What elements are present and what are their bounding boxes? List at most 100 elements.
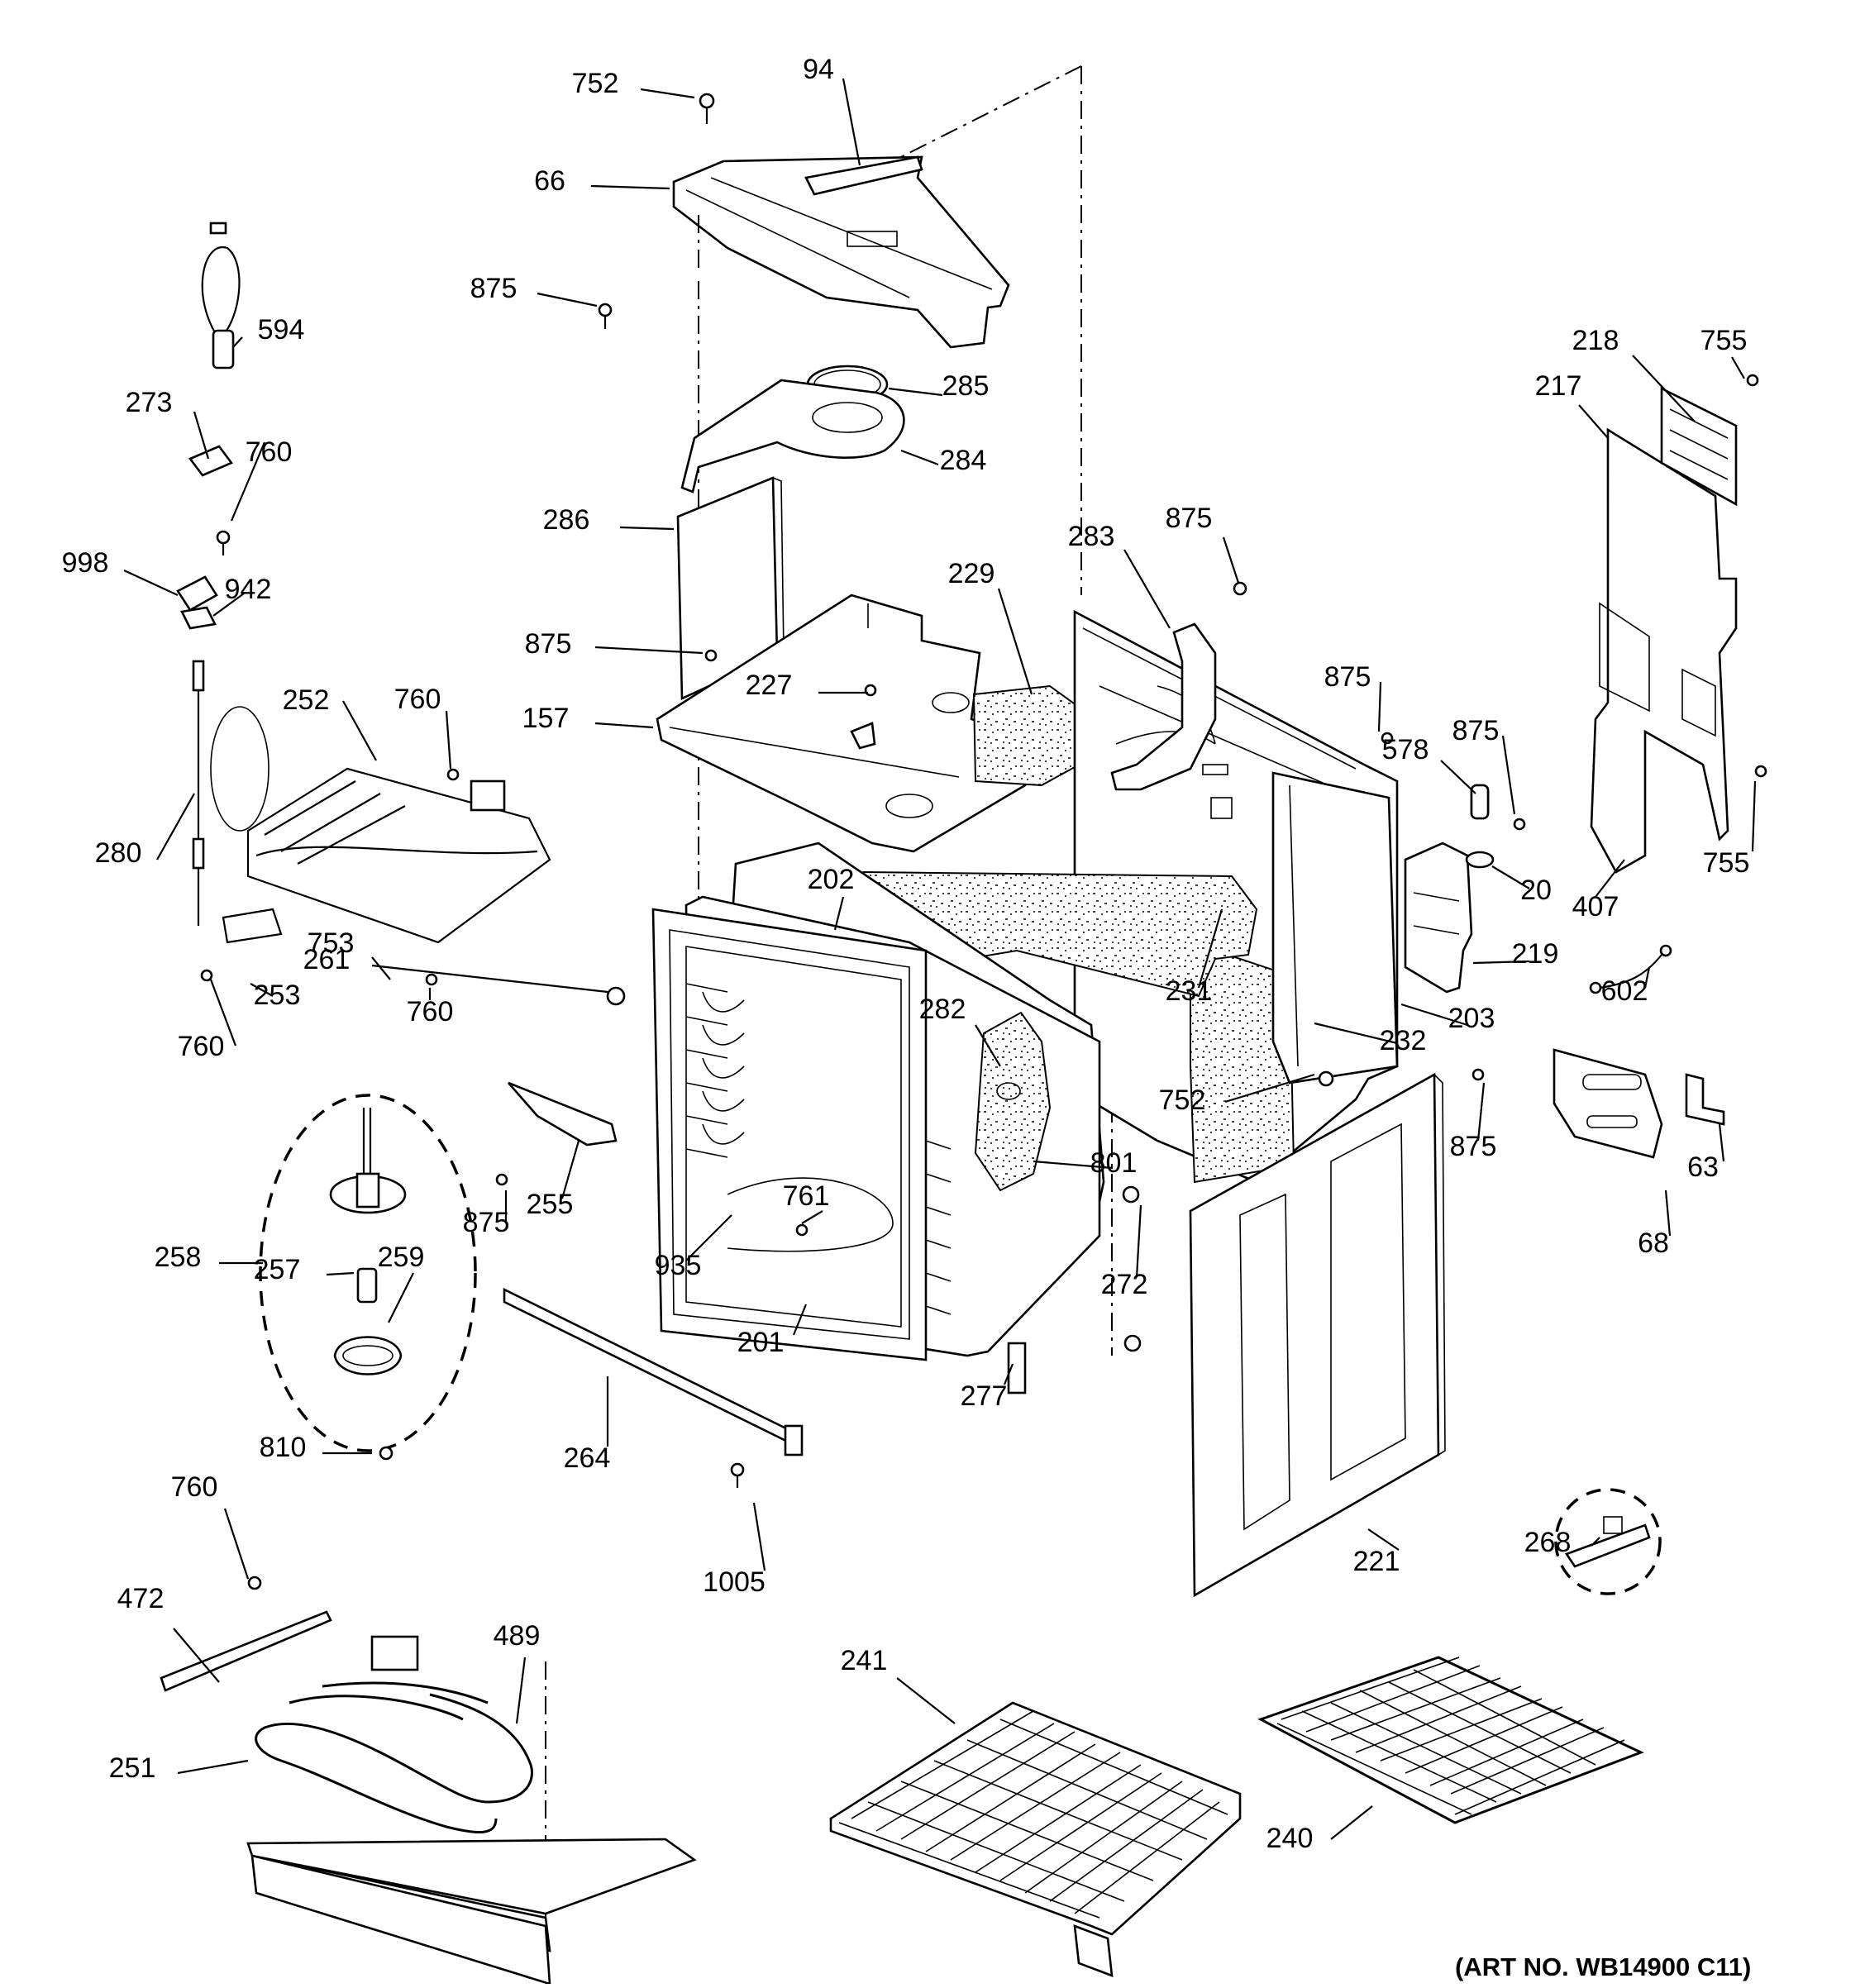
callout-leader-line: [1472, 960, 1530, 965]
callout-leader-line: [1377, 681, 1382, 732]
callout-label: 203: [1448, 1003, 1495, 1034]
callout-label: 282: [919, 994, 966, 1025]
callout-label: 752: [572, 68, 619, 99]
oven-cavity: [651, 841, 1258, 1361]
callout-leader-line: [594, 722, 654, 729]
callout-label: 760: [246, 436, 293, 468]
callout-leader-line: [193, 411, 210, 460]
callout-leader-line: [1222, 536, 1240, 584]
callout-label: 253: [254, 980, 301, 1011]
callout-label: 94: [803, 54, 834, 85]
callout-label: 875: [470, 273, 518, 304]
callout-label: 229: [948, 558, 995, 589]
callout-leader-line: [619, 526, 675, 531]
callout-label: 261: [303, 944, 351, 975]
callout-label: 998: [62, 547, 109, 579]
callout-label: 472: [117, 1583, 165, 1614]
callout-label: 760: [178, 1031, 225, 1062]
callout-leader-line: [896, 1677, 956, 1724]
callout-label: 241: [841, 1645, 888, 1676]
callout-leader-line: [173, 1628, 220, 1683]
callout-label: 258: [155, 1242, 202, 1273]
broil-element: [222, 767, 551, 944]
rack-supports: [685, 983, 952, 1315]
callout-leader-line: [342, 700, 377, 761]
callout-leader-line: [1643, 966, 1651, 989]
callout-label: 875: [1324, 661, 1371, 693]
callout-leader-line: [223, 1508, 250, 1580]
callout-leader-line: [212, 593, 245, 617]
callout-leader-line: [900, 449, 939, 466]
callout-leader-line: [1476, 1082, 1486, 1142]
callout-leader-line: [445, 710, 452, 770]
callout-leader-line: [1664, 1189, 1672, 1237]
vent-bracket: [508, 1081, 618, 1147]
bottom-trim: [503, 1287, 804, 1488]
callout-leader-line: [1400, 1003, 1468, 1027]
callout-label: 875: [1452, 715, 1500, 746]
callout-label: 1005: [703, 1566, 766, 1598]
callout-leader-line: [1003, 1363, 1014, 1385]
callout-leader-line: [1751, 780, 1757, 852]
callout-leader-line: [1033, 1160, 1114, 1170]
top-vent-bracket: [598, 93, 1010, 349]
callout-label: 761: [783, 1180, 830, 1212]
callout-label: 875: [463, 1207, 510, 1238]
sensor-probe: [176, 222, 269, 926]
callout-label: 285: [942, 370, 990, 402]
callout-leader-line: [594, 646, 704, 655]
callout-label: 283: [1068, 521, 1115, 552]
callout-label: 251: [109, 1752, 156, 1784]
callout-leader-line: [371, 964, 608, 994]
callout-label: 407: [1572, 891, 1619, 922]
callout-label: 218: [1572, 325, 1619, 356]
callout-leader-line: [685, 1214, 732, 1261]
callout-leader-line: [752, 1502, 766, 1571]
callout-label: 875: [1450, 1131, 1497, 1162]
callout-leader-line: [388, 1272, 414, 1323]
callout-leader-line: [1632, 355, 1696, 422]
callout-label: 268: [1524, 1527, 1572, 1558]
callout-leader-line: [1135, 1204, 1142, 1278]
callout-leader-line: [209, 979, 237, 1046]
callout-label: 272: [1101, 1269, 1148, 1300]
callout-leader-line: [801, 1210, 823, 1224]
callout-leader-line: [1731, 356, 1745, 379]
oven-rack: [1257, 1656, 1644, 1824]
art-number-caption: (ART NO. WB14900 C11): [1455, 1952, 1751, 1981]
callout-label: 202: [808, 864, 855, 895]
callout-label: 264: [564, 1442, 611, 1474]
callout-leader-line: [326, 1271, 355, 1276]
callout-label: 219: [1512, 938, 1559, 970]
callout-label: 280: [95, 837, 142, 869]
callout-label: 66: [534, 165, 565, 197]
extension-rack: [829, 1701, 1242, 1977]
callout-leader-line: [833, 896, 845, 931]
callout-leader-line: [1591, 1537, 1600, 1547]
callout-label: 227: [746, 670, 793, 701]
callout-label: 760: [394, 684, 441, 715]
latch-inset: [1554, 1488, 1662, 1595]
callout-leader-line: [1197, 908, 1223, 989]
callout-label: 201: [737, 1327, 785, 1358]
callout-label: 489: [494, 1620, 541, 1652]
callout-label: 801: [1090, 1147, 1138, 1179]
callout-leader-line: [1123, 549, 1171, 629]
duct-and-gasket: [676, 365, 905, 701]
convection-fan-assembly: [259, 1094, 477, 1452]
callout-label: 594: [258, 314, 305, 346]
callout-label: 810: [260, 1432, 307, 1463]
callout-label: 760: [407, 996, 454, 1027]
callout-leader-line: [250, 983, 274, 997]
callout-label: 255: [527, 1189, 574, 1220]
callout-leader-line: [156, 793, 195, 861]
callout-leader-line: [515, 1657, 527, 1724]
callout-label: 277: [961, 1380, 1008, 1412]
callout-leader-line: [1718, 1123, 1725, 1162]
callout-leader-line: [1224, 1073, 1315, 1104]
callout-label: 68: [1638, 1228, 1669, 1259]
callout-leader-line: [1330, 1805, 1373, 1840]
callout-leader-line: [1491, 865, 1530, 889]
